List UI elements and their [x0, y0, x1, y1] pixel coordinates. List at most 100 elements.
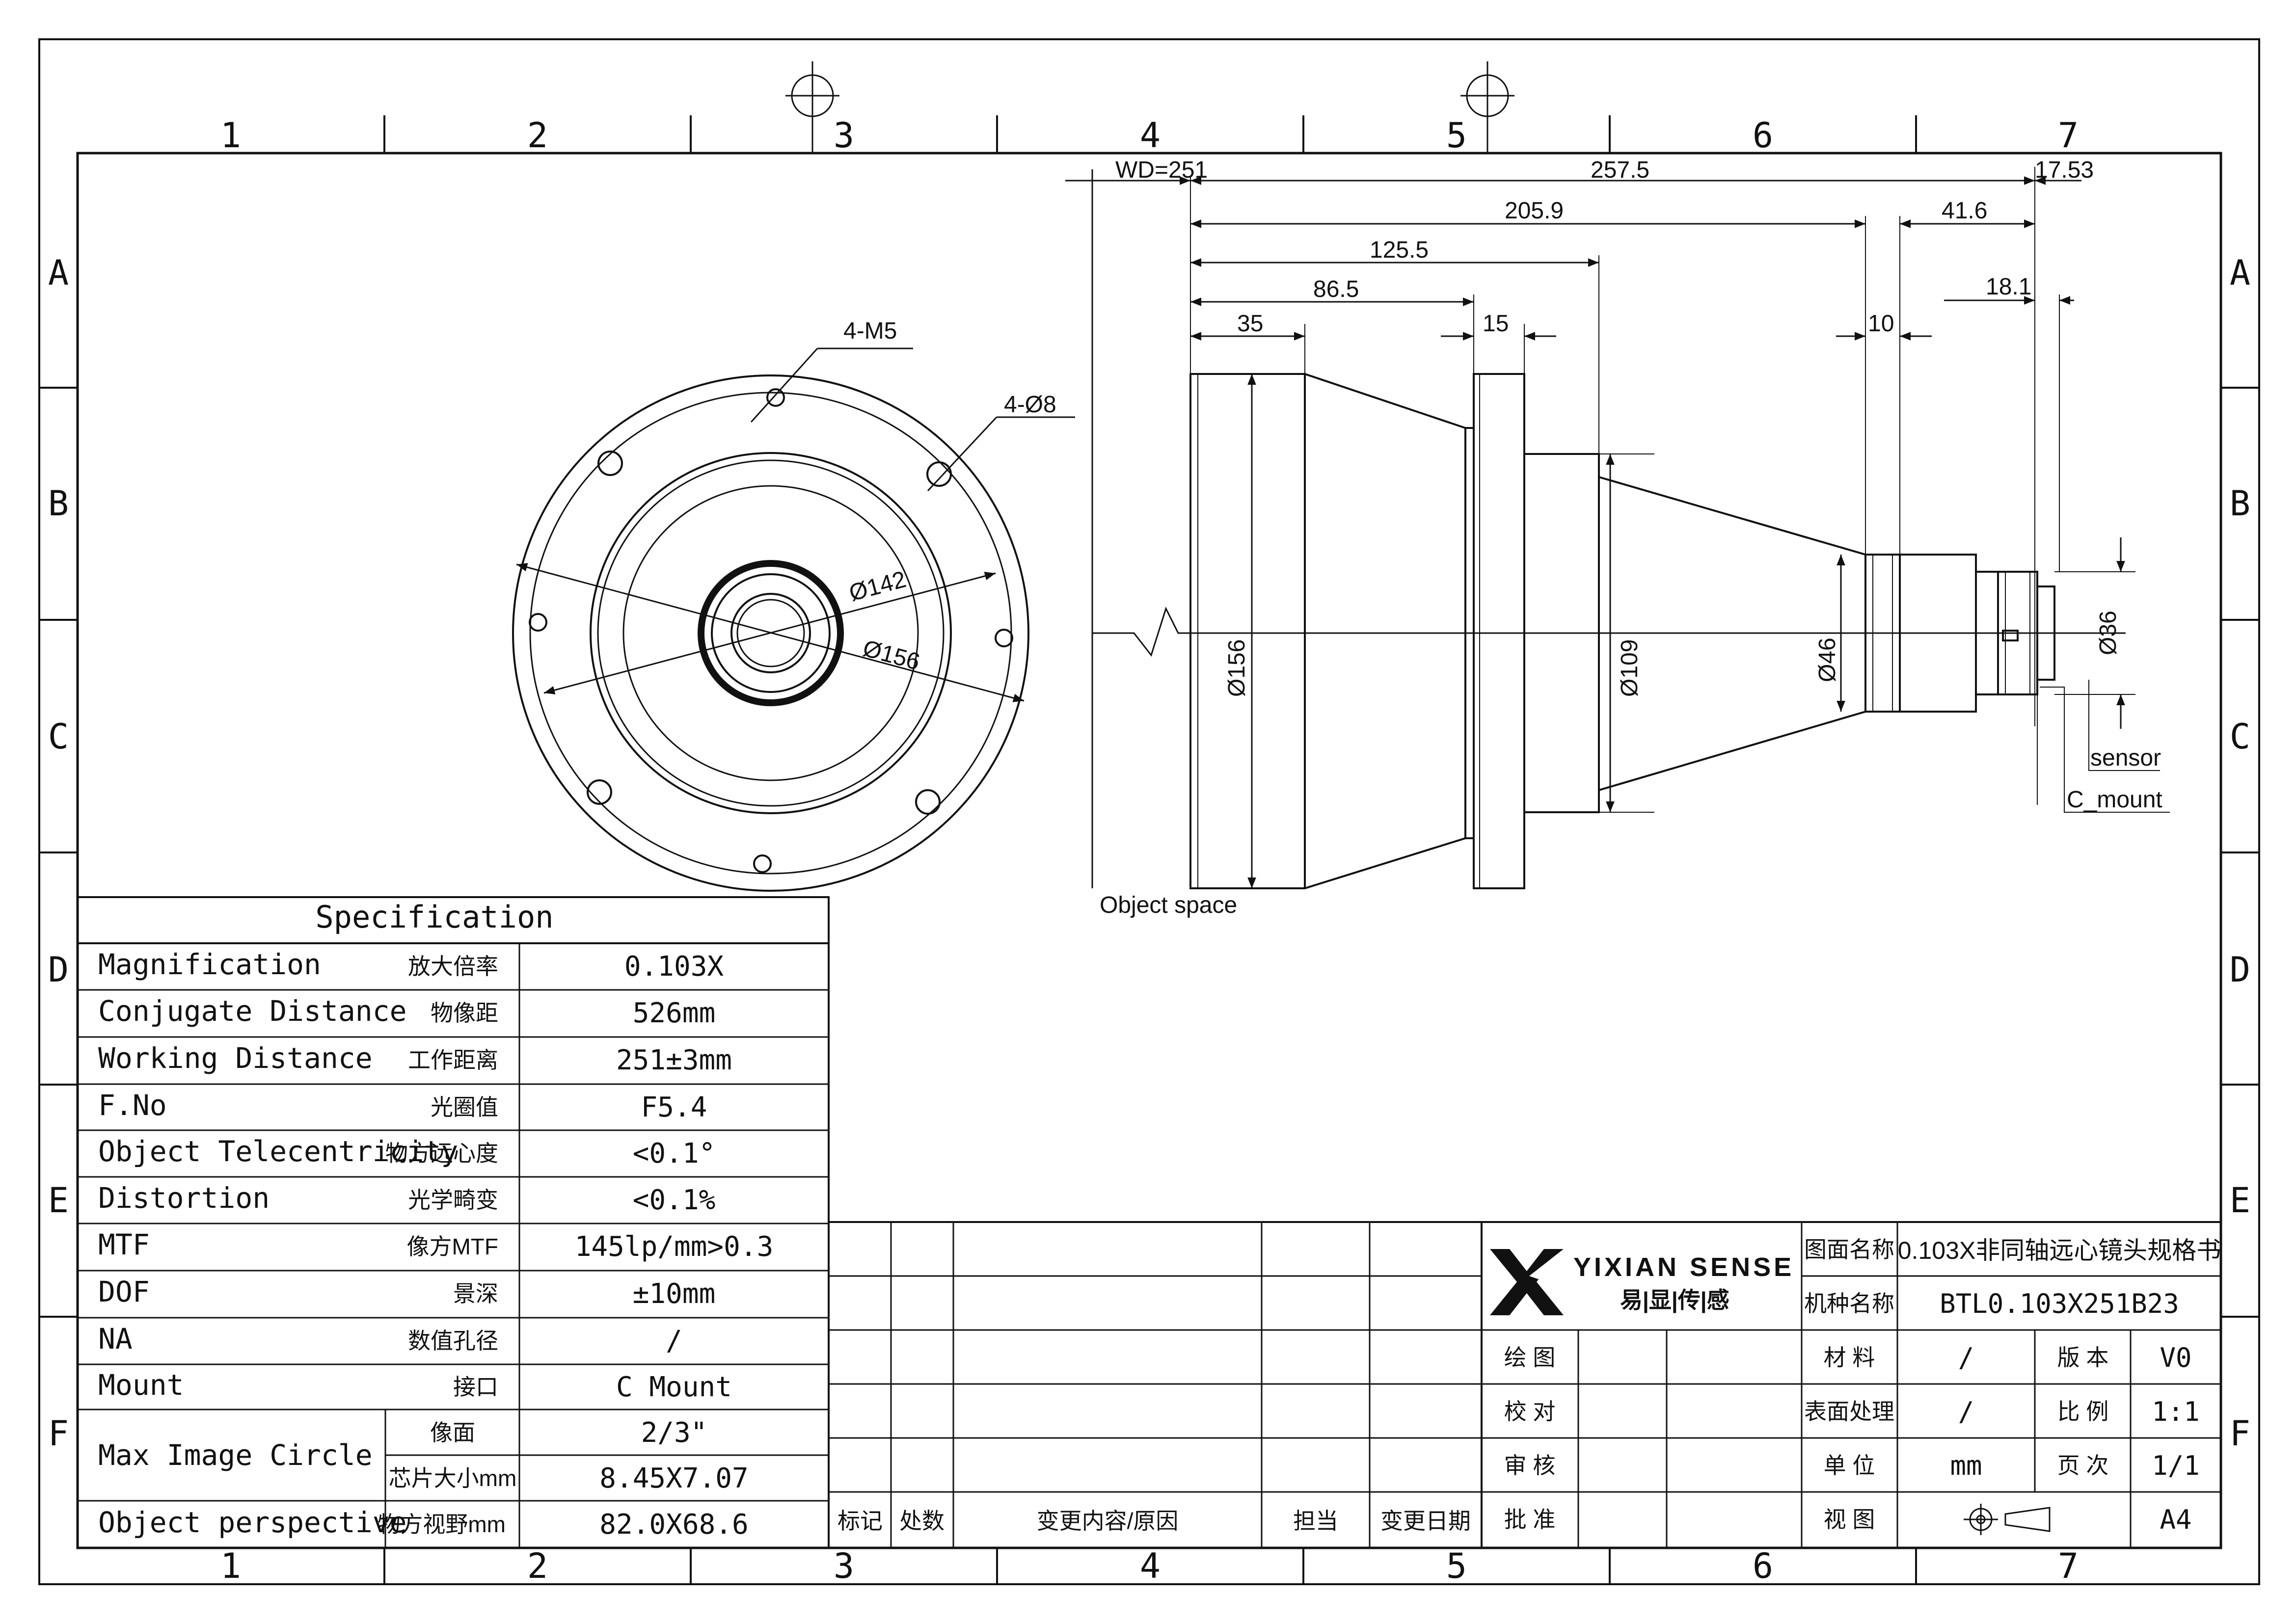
logo-cn: 易|显|传|感 [1620, 1287, 1729, 1313]
spec-title: Specification [315, 899, 553, 935]
revision-header: 担当 [1293, 1508, 1338, 1534]
spec-value: 145lp/mm>0.3 [575, 1231, 774, 1263]
projection-symbol-icon [1964, 1504, 2051, 1535]
spec-en: Max Image Circle [98, 1438, 373, 1472]
spec-cn: 光圈值 [431, 1094, 498, 1120]
prop-label: 视 图 [1824, 1507, 1875, 1532]
col-label-bottom: 2 [527, 1546, 548, 1586]
row-label-right: C [2230, 717, 2250, 757]
row-label-right: B [2230, 483, 2250, 524]
row-label-left: C [48, 717, 69, 757]
spec-cn: 接口 [453, 1374, 498, 1400]
spec-value: <0.1% [633, 1184, 716, 1216]
row-label-left: B [48, 483, 69, 524]
label-4-m5: 4-M5 [843, 318, 897, 344]
dim-205-9: 205.9 [1505, 198, 1564, 224]
model-name: BTL0.103X251B23 [1940, 1288, 2179, 1319]
dim-18-1: 18.1 [1986, 274, 2031, 300]
spec-cn: 像方MTF [406, 1234, 498, 1259]
col-label-top: 3 [834, 115, 854, 156]
spec-cn: 景深 [453, 1281, 498, 1306]
spec-en: Distortion [98, 1181, 270, 1215]
col-label-top: 7 [2058, 115, 2079, 156]
dim-125-5: 125.5 [1370, 237, 1429, 263]
spec-cn-sub: 像面 [430, 1420, 475, 1445]
sign-label: 校 对 [1504, 1399, 1556, 1424]
prop-label: 版 本 [2057, 1345, 2109, 1370]
prop-value: mm [1950, 1450, 1982, 1481]
side-view [1065, 167, 2170, 889]
label-4-dia8: 4-Ø8 [1004, 392, 1056, 418]
spec-cn: 物方视野mm [378, 1512, 506, 1537]
centering-mark-right [1460, 61, 1514, 153]
spec-cn: 工作距离 [408, 1047, 498, 1073]
label-sensor: sensor [2090, 745, 2161, 771]
revision-header: 变更日期 [1380, 1508, 1471, 1534]
spec-table [77, 896, 830, 1549]
spec-en: Object perspective [98, 1506, 407, 1539]
prop-label: 单 位 [1824, 1453, 1875, 1478]
spec-en: NA [98, 1322, 133, 1356]
col-label-bottom: 3 [834, 1546, 854, 1586]
dim-dia46: Ø46 [1814, 638, 1840, 682]
row-label-right: D [2230, 950, 2250, 990]
row-label-left: A [48, 253, 69, 293]
prop-value: 1:1 [2152, 1396, 2200, 1427]
revision-header: 处数 [899, 1508, 945, 1534]
row-label-left: D [48, 950, 69, 990]
drawing-name: 0.103X非同轴远心镜头规格书 [1898, 1237, 2221, 1264]
col-label-bottom: 5 [1446, 1546, 1467, 1586]
prop-label: 比 例 [2057, 1399, 2109, 1424]
spec-value: F5.4 [641, 1091, 707, 1123]
spec-value: 82.0X68.6 [599, 1509, 748, 1541]
revision-header: 变更内容/原因 [1037, 1508, 1179, 1534]
spec-cn: 物方远心度 [385, 1141, 498, 1166]
revision-header: 标记 [837, 1508, 883, 1534]
revision-block [828, 1221, 1483, 1549]
dim-dia109: Ø109 [1617, 639, 1643, 697]
dim-35: 35 [1237, 311, 1263, 337]
spec-cn: 放大倍率 [408, 954, 498, 979]
spec-cn: 物像距 [431, 1000, 498, 1026]
spec-value: 526mm [633, 997, 716, 1029]
yixian-logo-icon [1490, 1249, 1564, 1315]
label-dia142: Ø142 [846, 566, 909, 607]
prop-value: / [1958, 1342, 1974, 1373]
col-label-top: 4 [1140, 115, 1161, 156]
col-label-top: 1 [220, 115, 241, 156]
dim-total: 257.5 [1591, 157, 1649, 183]
spec-en: DOF [98, 1275, 150, 1308]
row-label-left: E [48, 1180, 69, 1221]
title-label: 图面名称 [1804, 1237, 1894, 1262]
col-label-bottom: 4 [1140, 1546, 1161, 1586]
dim-15: 15 [1483, 311, 1509, 337]
label-object-space: Object space [1100, 892, 1237, 918]
spec-cn: 光学畸变 [408, 1187, 498, 1213]
dim-86-5: 86.5 [1313, 276, 1359, 302]
col-label-bottom: 1 [220, 1546, 241, 1586]
row-label-right: A [2230, 253, 2250, 293]
dim-wd: WD=251 [1115, 157, 1208, 183]
dim-dia156: Ø156 [1224, 639, 1250, 697]
spec-en: Working Distance [98, 1041, 373, 1075]
prop-value: 1/1 [2152, 1450, 2200, 1481]
prop-label: 材 料 [1824, 1345, 1875, 1370]
title-label: 机种名称 [1804, 1291, 1894, 1316]
dim-rear: 17.53 [2035, 157, 2094, 183]
dim-10: 10 [1868, 311, 1894, 337]
spec-en: Magnification [98, 948, 321, 981]
prop-value: A4 [2160, 1504, 2191, 1535]
label-dia156: Ø156 [860, 635, 922, 675]
col-label-top: 2 [527, 115, 548, 156]
sign-label: 绘 图 [1504, 1345, 1556, 1370]
spec-value: C Mount [616, 1371, 732, 1403]
dim-dia36: Ø36 [2095, 611, 2121, 655]
centering-mark-left [785, 61, 839, 153]
drawing-frame [38, 38, 2260, 1585]
dim-41-6: 41.6 [1942, 198, 1987, 224]
spec-value: 2/3" [641, 1417, 707, 1449]
spec-en: Mount [98, 1368, 184, 1402]
col-label-top: 6 [1753, 115, 1773, 156]
logo-text: YIXIAN SENSE [1573, 1252, 1794, 1282]
prop-label: 表面处理 [1804, 1399, 1894, 1424]
